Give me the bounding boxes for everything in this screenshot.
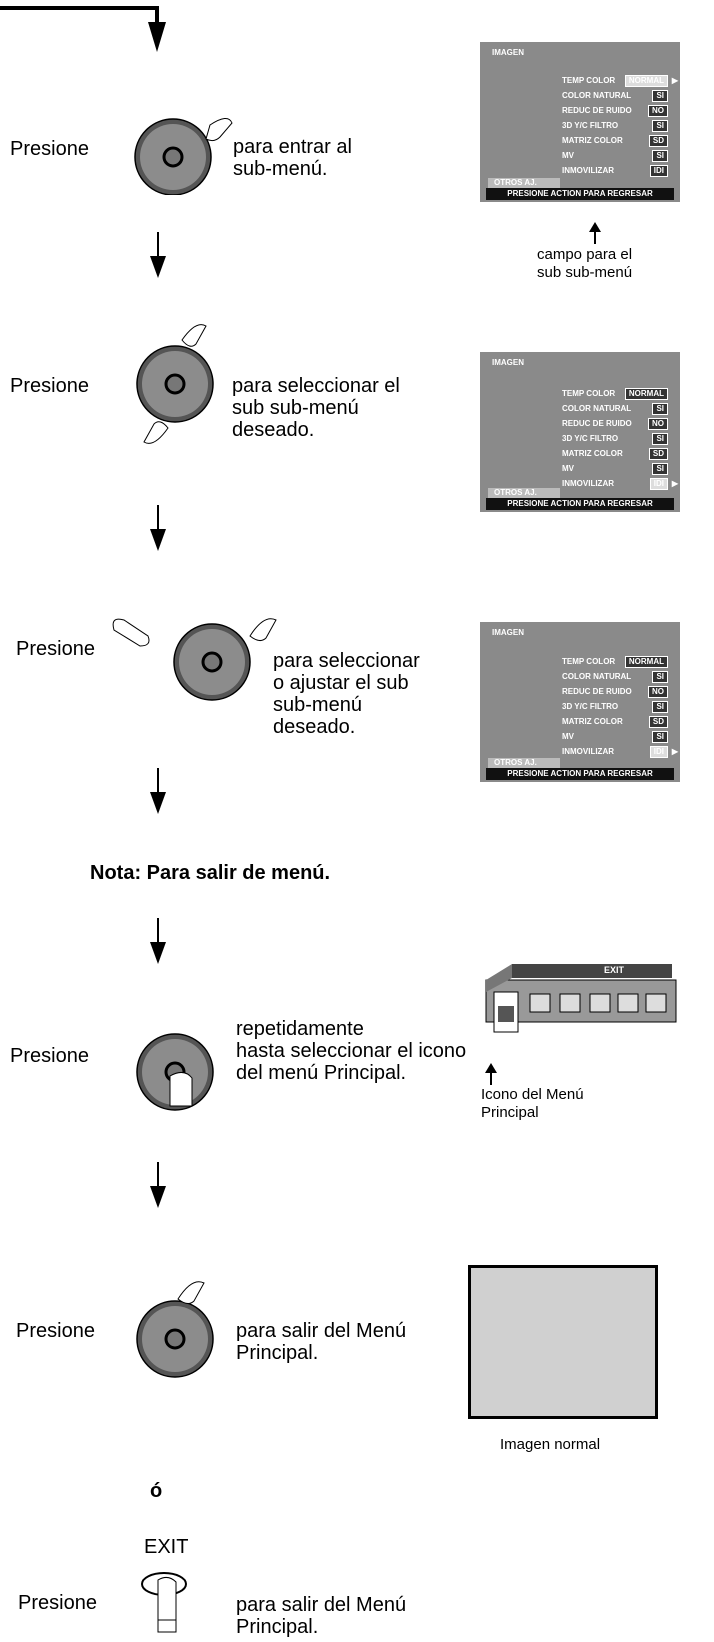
flow-arrow-2 [150, 505, 166, 551]
step2-label: Presione [10, 375, 89, 397]
flow-arrow-5 [150, 1162, 166, 1208]
remote-dial-step1[interactable] [118, 105, 238, 195]
imagen-normal-label: Imagen normal [500, 1436, 601, 1453]
flow-arrow-1 [150, 232, 166, 278]
step4-label: Presione [10, 1045, 89, 1067]
remote-dial-step4[interactable] [118, 1020, 238, 1130]
main-menu-icon-bar [485, 964, 677, 1033]
remote-dial-step5[interactable] [118, 1275, 238, 1385]
exit-button-icon[interactable] [138, 1566, 198, 1642]
step6-label: Presione [18, 1592, 97, 1614]
exit-bar-label: EXIT [604, 965, 625, 975]
remote-dial-step3[interactable] [100, 600, 290, 710]
top-connector [0, 6, 166, 52]
or-text: ó [150, 1480, 163, 1502]
exit-note: Nota: Para salir de menú. [90, 862, 331, 884]
flow-arrow-3 [150, 768, 166, 814]
campo-arrow [589, 222, 601, 244]
normal-image-screen [468, 1265, 658, 1419]
step1-label: Presione [10, 138, 89, 160]
step3-label: Presione [16, 638, 95, 660]
exit-button-label: EXIT [144, 1536, 189, 1558]
step5-label: Presione [16, 1320, 95, 1342]
remote-dial-step2[interactable] [120, 300, 240, 470]
flow-arrow-4 [150, 918, 166, 964]
icono-arrow [485, 1063, 497, 1085]
